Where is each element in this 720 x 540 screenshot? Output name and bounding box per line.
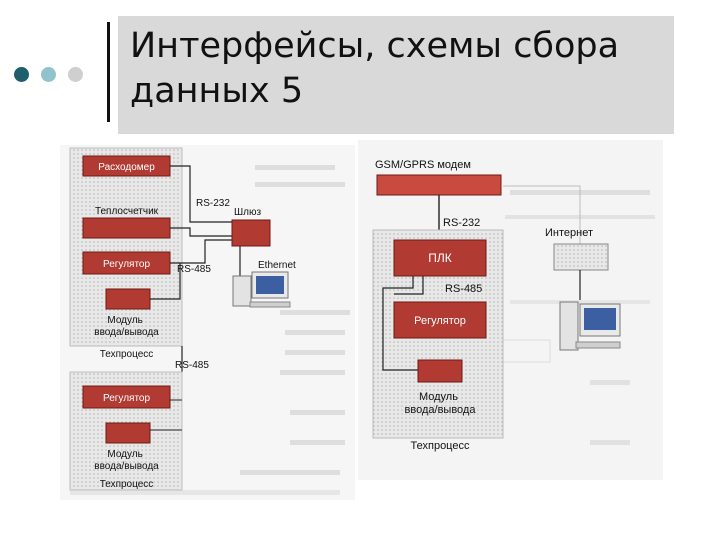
process-caption-right: Техпроцесс: [411, 440, 470, 452]
io-module-label-bottom-l2: ввода/вывода: [94, 461, 159, 472]
bullet-dot-mid: [41, 67, 56, 82]
process-caption-top: Техпроцесс: [100, 349, 154, 360]
rs485-label-top: RS-485: [177, 264, 211, 275]
rs232-label-right: RS-232: [443, 217, 480, 229]
slide-title: Интерфейсы, схемы сбора данных 5: [130, 24, 619, 114]
bullet-dot-dark: [14, 67, 29, 82]
io-module-label-bottom-l1: Модуль: [107, 449, 142, 460]
regulator-block-right: [393, 301, 487, 339]
io-module-block-top: [105, 288, 151, 310]
internet-icon: [553, 243, 609, 271]
left-connections: [150, 165, 241, 372]
io-module-block-bottom: [105, 422, 151, 444]
regulator-label-top: Регулятор: [103, 259, 150, 270]
gateway-block: [231, 219, 271, 247]
right-diagram: GSM/GPRS модем RS-232 ПЛК RS-485 Регулят…: [372, 159, 621, 452]
computer-icon-left: [232, 271, 291, 308]
io-module-label-top-l2: ввода/вывода: [94, 327, 159, 338]
io-module-label-right-l2: ввода/вывода: [405, 404, 477, 416]
computer-icon-right: [559, 301, 621, 351]
flowmeter-label: Расходомер: [98, 162, 155, 173]
regulator-label-bottom: Регулятор: [103, 393, 150, 404]
rs485-label-right: RS-485: [445, 283, 482, 295]
plc-block: [393, 239, 487, 277]
regulator-block-bottom: [82, 385, 171, 409]
title-line-2: данных 5: [130, 71, 304, 111]
title-divider: [107, 22, 110, 122]
heatmeter-label: Теплосчетчик: [95, 206, 159, 217]
io-module-block-right: [417, 359, 463, 383]
io-module-label-top: Модуль ввода/вывода: [94, 315, 159, 338]
ethernet-label: Ethernet: [258, 260, 296, 271]
regulator-label-right: Регулятор: [414, 315, 466, 327]
bullet-dot-light: [68, 67, 83, 82]
io-module-label-top-l1: Модуль: [107, 315, 142, 326]
plc-label: ПЛК: [428, 251, 452, 265]
left-top-group: Расходомер Теплосчетчик Регулятор Модуль…: [69, 147, 183, 360]
title-line-1: Интерфейсы, схемы сбора: [130, 26, 620, 66]
heatmeter-block: [82, 217, 171, 239]
rs232-label-left: RS-232: [196, 198, 230, 209]
io-module-label-right-l1: Модуль: [419, 391, 458, 403]
process-caption-bottom: Техпроцесс: [100, 479, 154, 490]
gsm-modem-label: GSM/GPRS модем: [375, 159, 471, 171]
gsm-modem-block: [376, 174, 502, 196]
rs485-label-bottom: RS-485: [175, 360, 209, 371]
io-module-label-right: Модуль ввода/вывода: [405, 391, 477, 416]
left-bottom-group: Регулятор Модуль ввода/вывода Техпроцесс: [69, 371, 183, 491]
title-background: [118, 16, 674, 134]
gateway-label: Шлюз: [234, 207, 262, 218]
internet-label: Интернет: [545, 227, 593, 239]
io-module-label-bottom: Модуль ввода/вывода: [94, 449, 159, 472]
